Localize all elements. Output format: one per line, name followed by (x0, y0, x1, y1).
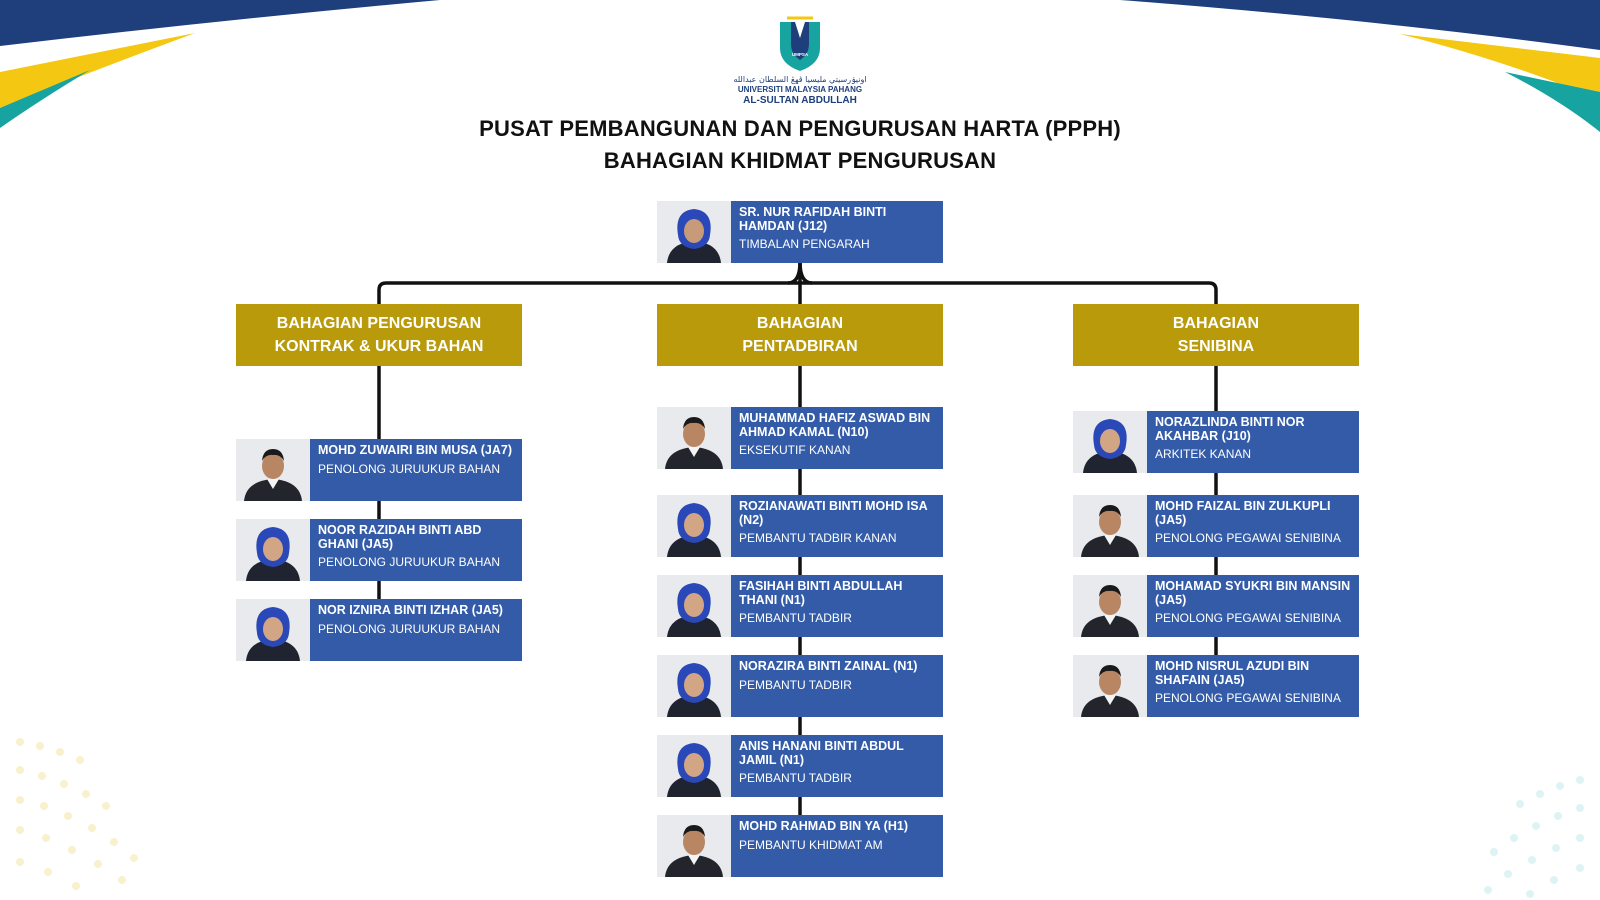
shield-logo-icon: UMPSA (780, 16, 820, 71)
staff-card: FASIHAH BINTI ABDULLAH THANI (N1) PEMBANT… (657, 575, 943, 637)
staff-name: ROZIANAWATI BINTI MOHD ISA (N2) (739, 499, 928, 527)
dept-header-pentadbiran: BAHAGIAN PENTADBIRAN (657, 304, 943, 366)
person-hijab-icon (236, 599, 310, 661)
person-hijab-icon (657, 735, 731, 797)
staff-name: MOHAMAD SYUKRI BIN MANSIN (JA5) (1155, 579, 1351, 607)
staff-card: NOOR RAZIDAH BINTI ABD GHANI (JA5) PENOLO… (236, 519, 522, 581)
dept-header-kontrak: BAHAGIAN PENGURUSAN KONTRAK & UKUR BAHAN (236, 304, 522, 366)
staff-position: PEMBANTU TADBIR KANAN (739, 531, 897, 545)
head-card: SR. NUR RAFIDAH BINTI HAMDAN (J12) TIMBA… (657, 201, 943, 263)
staff-card: ROZIANAWATI BINTI MOHD ISA (N2) PEMBANTU … (657, 495, 943, 557)
university-logo: UMPSA اونيۏرسيتي مليسيا ڤهڠ السلطان عبدا… (700, 14, 900, 106)
staff-position: PEMBANTU KHIDMAT AM (739, 837, 883, 852)
staff-name: MOHD RAHMAD BIN YA (H1) (739, 819, 908, 833)
staff-position: PENOLONG PEGAWAI SENIBINA (1155, 531, 1341, 545)
staff-position: PENOLONG JURUUKUR BAHAN (318, 555, 501, 569)
person-hijab-icon (1073, 411, 1147, 473)
staff-position: ARKITEK KANAN (1155, 447, 1252, 461)
staff-name: NORAZIRA BINTI ZAINAL (N1) (739, 659, 918, 673)
staff-position: PENOLONG PEGAWAI SENIBINA (1155, 611, 1341, 625)
staff-position: PENOLONG JURUUKUR BAHAN (318, 621, 501, 636)
person-man-icon (1073, 655, 1147, 717)
person-man-icon (236, 439, 310, 501)
staff-card: MOHAMAD SYUKRI BIN MANSIN (JA5) PENOLONG … (1073, 575, 1359, 637)
page-title: PUSAT PEMBANGUNAN DAN PENGURUSAN HARTA (… (479, 116, 1121, 141)
staff-card: MOHD RAHMAD BIN YA (H1) PEMBANTU KHIDMAT … (657, 815, 943, 877)
staff-card: MOHD FAIZAL BIN ZULKUPLI (JA5) PENOLONG P… (1073, 495, 1359, 557)
staff-name: FASIHAH BINTI ABDULLAH THANI (N1) (739, 579, 903, 607)
dept-header-senibina: BAHAGIAN SENIBINA (1073, 304, 1359, 366)
person-man-icon (657, 815, 731, 877)
staff-card: NOR IZNIRA BINTI IZHAR (JA5) PENOLONG JUR… (236, 599, 522, 661)
person-man-icon (657, 407, 731, 469)
person-hijab-icon (657, 575, 731, 637)
staff-card: MOHD NISRUL AZUDI BIN SHAFAIN (JA5) PENOL… (1073, 655, 1359, 717)
page-subtitle: BAHAGIAN KHIDMAT PENGURUSAN (603, 148, 997, 173)
logo-university-name: UNIVERSITI MALAYSIA PAHANG (737, 85, 863, 94)
staff-name: MOHD NISRUL AZUDI BIN SHAFAIN (JA5) (1155, 659, 1310, 687)
person-man-icon (1073, 575, 1147, 637)
staff-position: PENOLONG JURUUKUR BAHAN (318, 461, 501, 476)
staff-name: NOOR RAZIDAH BINTI ABD GHANI (JA5) (318, 523, 482, 551)
staff-name: MOHD FAIZAL BIN ZULKUPLI (JA5) (1155, 499, 1331, 527)
person-man-icon (1073, 495, 1147, 557)
staff-position: PEMBANTU TADBIR (739, 611, 852, 625)
staff-card: ANIS HANANI BINTI ABDUL JAMIL (N1) PEMBAN… (657, 735, 943, 797)
logo-university-suffix: AL-SULTAN ABDULLAH (743, 95, 857, 106)
staff-name: NOR IZNIRA BINTI IZHAR (JA5) (318, 603, 503, 617)
head-name: SR. NUR RAFIDAH BINTI HAMDAN (J12) (739, 205, 887, 233)
staff-position: PEMBANTU TADBIR (739, 677, 852, 692)
staff-card: MUHAMMAD HAFIZ ASWAD BIN AHMAD KAMAL (N1… (657, 407, 943, 469)
head-position: TIMBALAN PENGARAH (739, 237, 870, 251)
staff-name: ANIS HANANI BINTI ABDUL JAMIL (N1) (739, 739, 904, 767)
staff-position: PEMBANTU TADBIR (739, 771, 852, 785)
staff-position: PENOLONG PEGAWAI SENIBINA (1155, 691, 1341, 705)
person-hijab-icon (657, 655, 731, 717)
staff-position: EKSEKUTIF KANAN (739, 443, 851, 457)
staff-card: NORAZIRA BINTI ZAINAL (N1) PEMBANTU TADBI… (657, 655, 943, 717)
person-hijab-icon (657, 495, 731, 557)
person-hijab-icon (236, 519, 310, 581)
staff-name: MUHAMMAD HAFIZ ASWAD BIN AHMAD KAMAL (N1… (739, 411, 931, 439)
staff-card: NORAZLINDA BINTI NOR AKAHBAR (J10) ARKITE… (1073, 411, 1359, 473)
staff-name: MOHD ZUWAIRI BIN MUSA (JA7) (318, 443, 512, 457)
logo-arabic-text: اونيۏرسيتي مليسيا ڤهڠ السلطان عبدالله (733, 75, 867, 84)
svg-text:UMPSA: UMPSA (792, 52, 809, 57)
staff-name: NORAZLINDA BINTI NOR AKAHBAR (J10) (1155, 415, 1305, 443)
person-hijab-icon (657, 201, 731, 263)
staff-card: MOHD ZUWAIRI BIN MUSA (JA7) PENOLONG JURU… (236, 439, 522, 501)
